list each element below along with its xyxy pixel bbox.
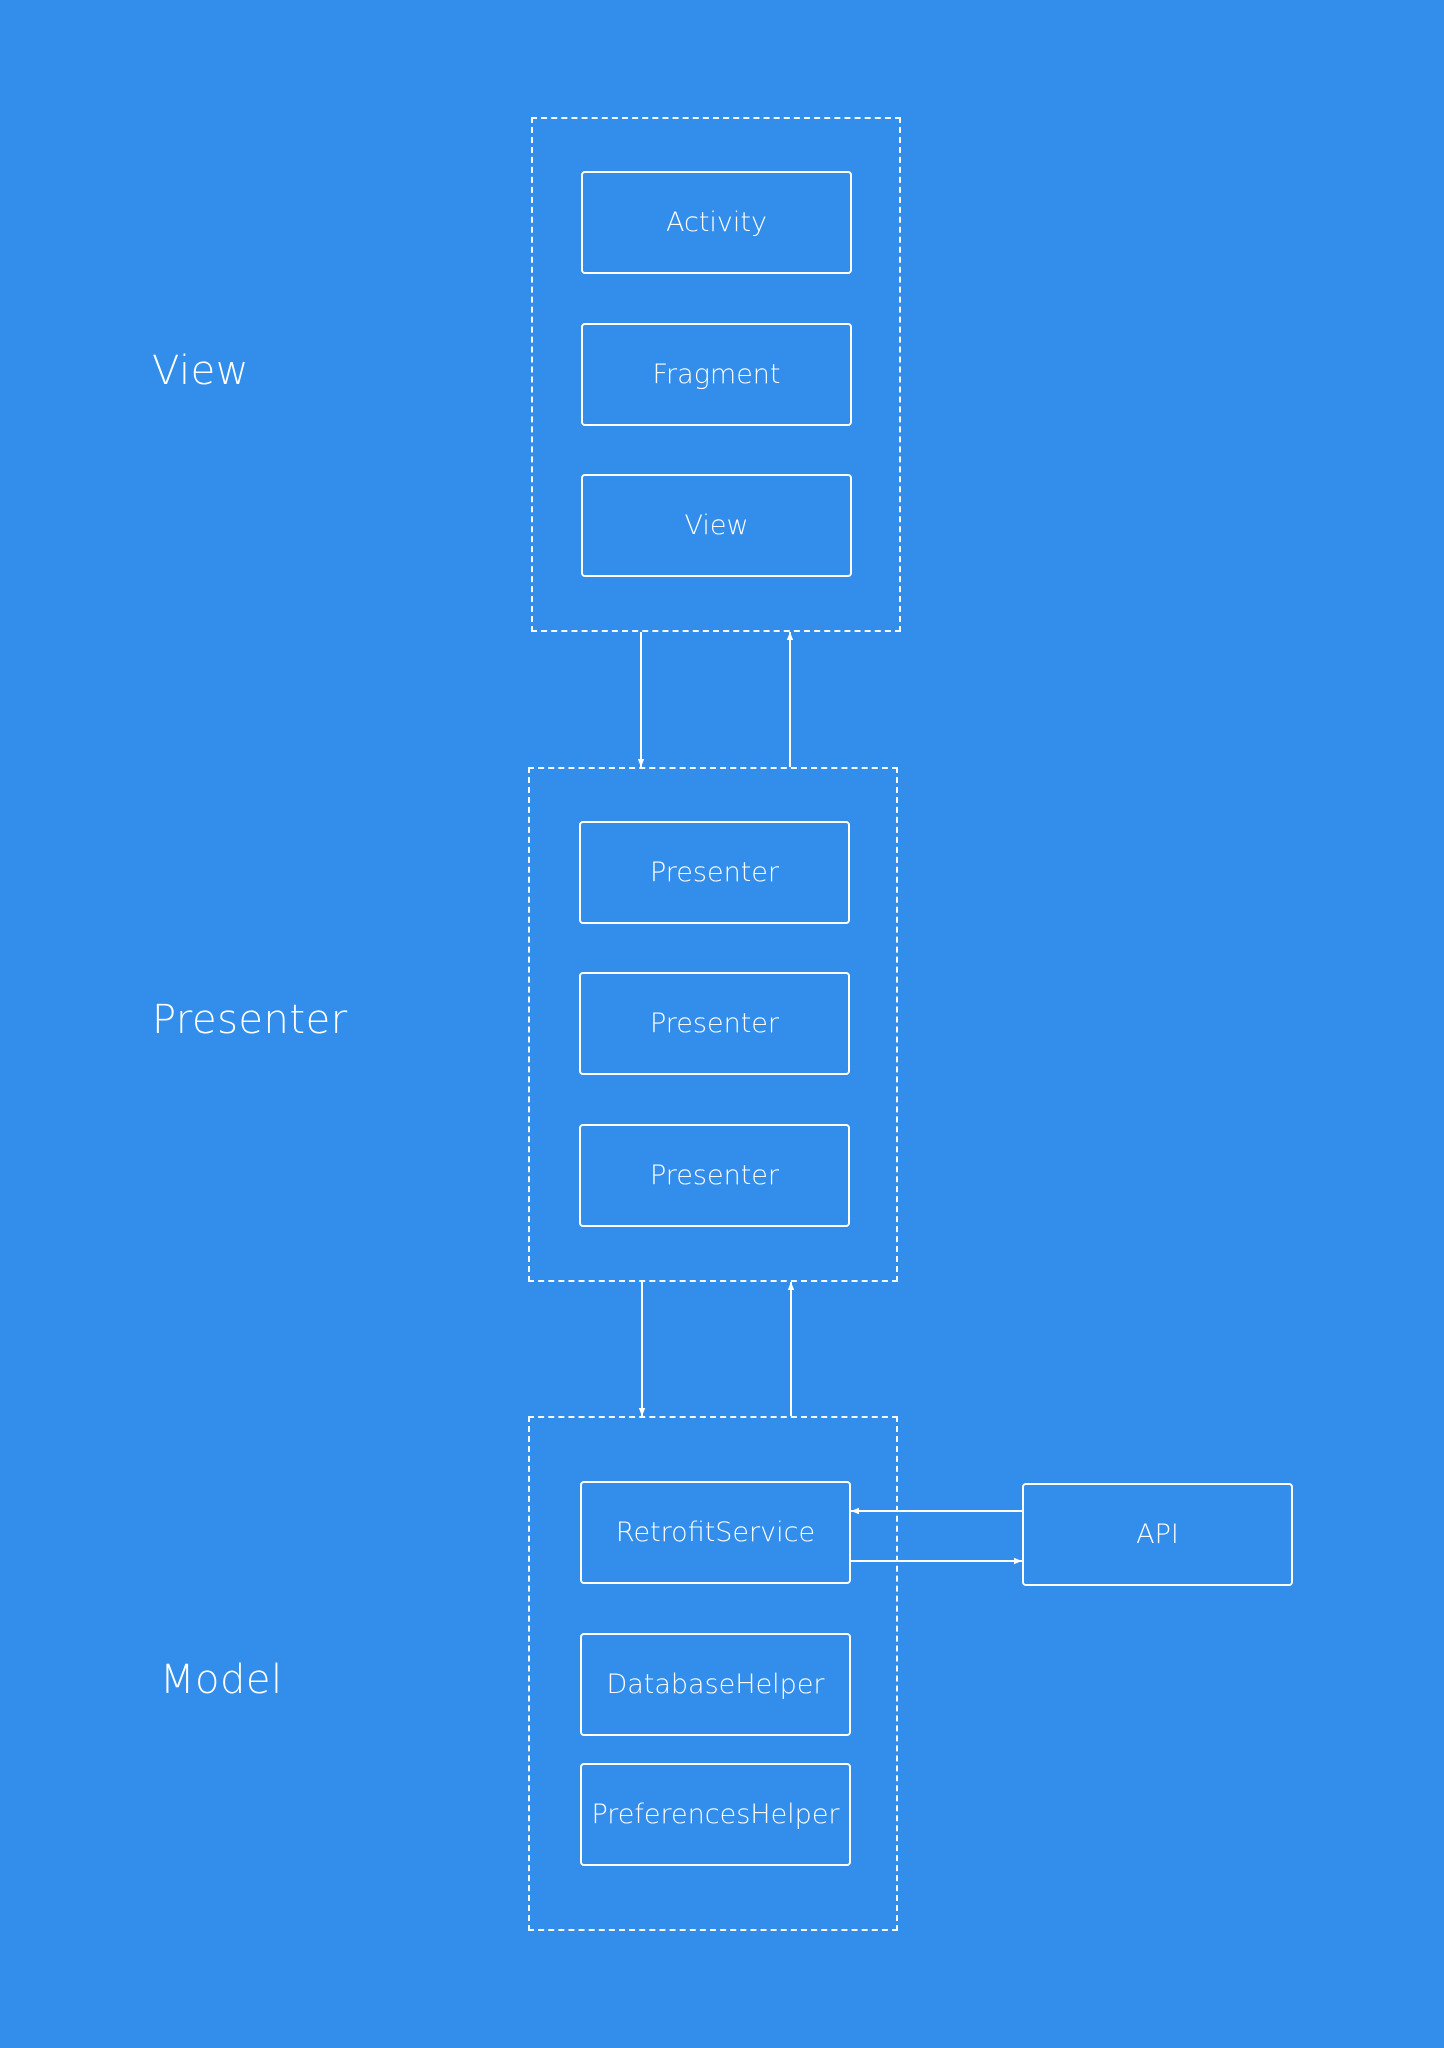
presenter-node-3[interactable]: Presenter [579,1124,850,1227]
view-layer-group [531,117,901,632]
presenter-node-1[interactable]: Presenter [579,821,850,924]
presenter-layer-group [528,767,898,1282]
layer-label-view: View [152,348,249,394]
database-helper-node[interactable]: DatabaseHelper [580,1633,851,1736]
activity-node[interactable]: Activity [581,171,852,274]
retrofit-service-node[interactable]: RetrofitService [580,1481,851,1584]
view-node[interactable]: View [581,474,852,577]
api-node[interactable]: API [1022,1483,1293,1586]
layer-label-presenter: Presenter [152,997,348,1043]
layer-label-model: Model [160,1657,283,1703]
presenter-node-2[interactable]: Presenter [579,972,850,1075]
fragment-node[interactable]: Fragment [581,323,852,426]
model-layer-group [528,1416,898,1931]
preferences-helper-node[interactable]: PreferencesHelper [580,1763,851,1866]
